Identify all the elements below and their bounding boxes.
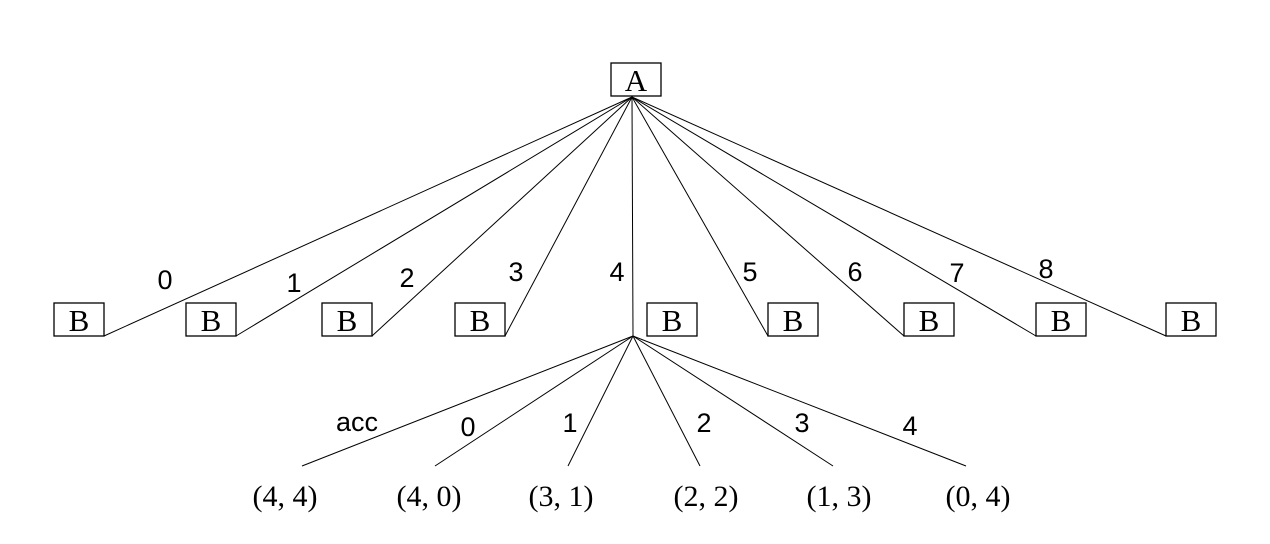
- level1-edge-labels: 0 1 2 3 4 5 6 7 8: [157, 254, 1053, 298]
- edge-label: 7: [949, 258, 964, 288]
- b-node-label: B: [783, 303, 804, 338]
- root-node-label: A: [625, 63, 648, 98]
- edge-label: 5: [742, 257, 757, 287]
- edge-label: 3: [794, 408, 809, 438]
- edge-b4-2: [632, 335, 701, 467]
- b-node-label: B: [337, 303, 358, 338]
- b-node-box: [321, 302, 373, 337]
- edge-label: 1: [286, 268, 301, 298]
- edge-a-b0: [103, 96, 633, 337]
- edge-b4-1: [567, 335, 634, 467]
- root-node: A: [610, 62, 662, 98]
- edge-label: 2: [696, 408, 711, 438]
- edge-label: 0: [157, 265, 172, 295]
- leaf-edges: [301, 335, 967, 467]
- leaf-label: (1, 3): [807, 480, 872, 513]
- b-node-box: [646, 302, 698, 337]
- edge-a-b8: [631, 96, 1167, 337]
- leaf-label: (0, 4): [946, 480, 1011, 513]
- b-node-label: B: [919, 303, 940, 338]
- leaf-label: (4, 4): [253, 480, 318, 513]
- level2-edge-labels: acc 0 1 2 3 4: [336, 407, 918, 442]
- b-node-label: B: [69, 303, 90, 338]
- edge-b4-4: [632, 335, 967, 467]
- edge-label: acc: [336, 407, 378, 437]
- leaf-label: (2, 2): [674, 480, 739, 513]
- edge-label: 4: [902, 411, 917, 441]
- edge-label: 4: [609, 257, 624, 287]
- edge-b4-acc: [301, 335, 634, 467]
- edge-label: 8: [1038, 254, 1053, 284]
- b-node-box: [903, 302, 955, 337]
- root-node-box: [610, 62, 662, 97]
- b-node-box: [1035, 302, 1087, 337]
- root-edges: [103, 96, 1167, 337]
- b-node-label: B: [201, 303, 222, 338]
- edge-a-b7: [631, 96, 1037, 337]
- edge-a-b1: [235, 96, 633, 337]
- b-node-box: [53, 302, 105, 337]
- b-node-box: [1165, 302, 1217, 337]
- edge-label: 6: [847, 257, 862, 287]
- b-node-label: B: [470, 303, 491, 338]
- edge-a-b3: [504, 96, 633, 337]
- b-node-box: [767, 302, 819, 337]
- leaf-label: (4, 0): [397, 480, 462, 513]
- edge-a-b2: [371, 96, 633, 337]
- level1-nodes: B B B B B B B B B: [53, 302, 1217, 338]
- edge-a-b4: [631, 96, 634, 337]
- edge-b4-0: [434, 335, 634, 467]
- edge-label: 2: [399, 263, 414, 293]
- leaf-labels: (4, 4) (4, 0) (3, 1) (2, 2) (1, 3) (0, 4…: [253, 480, 1011, 513]
- b-node-label: B: [1181, 303, 1202, 338]
- b-node-label: B: [662, 303, 683, 338]
- leaf-label: (3, 1): [529, 480, 594, 513]
- b-node-label: B: [1051, 303, 1072, 338]
- b-node-box: [185, 302, 237, 337]
- edge-a-b6: [631, 96, 905, 337]
- b-node-box: [454, 302, 506, 337]
- edge-a-b5: [631, 96, 769, 337]
- edge-b4-3: [632, 335, 834, 467]
- edge-label: 3: [508, 257, 523, 287]
- edge-label: 0: [460, 412, 475, 442]
- edge-label: 1: [562, 408, 577, 438]
